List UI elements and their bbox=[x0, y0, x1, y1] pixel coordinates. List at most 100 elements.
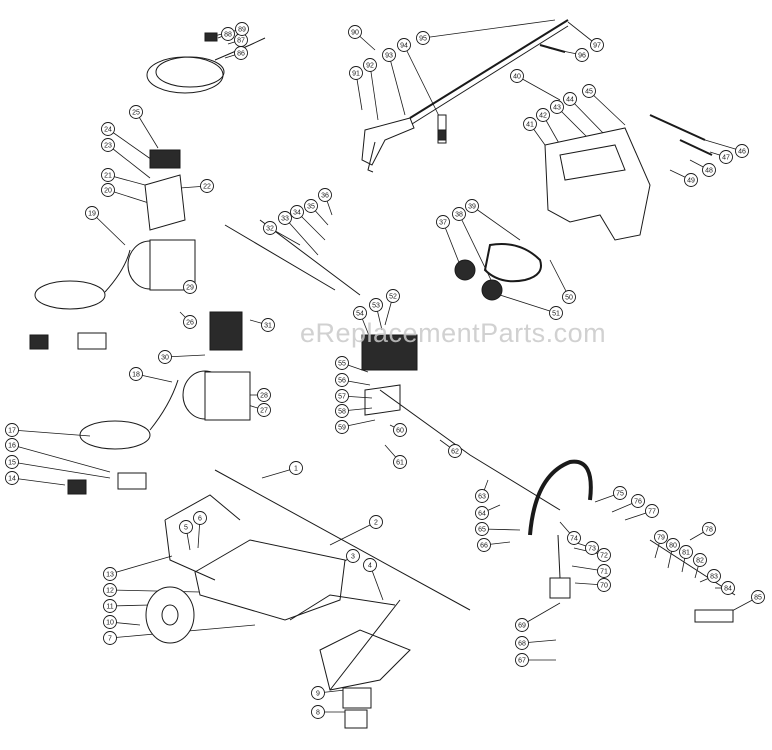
callout-2: 2 bbox=[369, 515, 383, 529]
callout-balloon bbox=[158, 350, 172, 364]
callout-68: 68 bbox=[515, 636, 529, 650]
callout-balloon bbox=[257, 403, 271, 417]
leader-line-43 bbox=[556, 106, 591, 141]
callout-72: 72 bbox=[597, 548, 611, 562]
callout-number: 27 bbox=[260, 408, 268, 415]
callout-43: 43 bbox=[550, 100, 564, 114]
nozzle-tip-2 bbox=[437, 129, 447, 141]
callout-balloon bbox=[290, 205, 304, 219]
leader-line-33 bbox=[284, 217, 319, 256]
callout-balloon bbox=[103, 631, 117, 645]
callout-balloon bbox=[679, 545, 693, 559]
callout-number: 46 bbox=[738, 149, 746, 156]
callout-balloon bbox=[5, 438, 19, 452]
callout-number: 1 bbox=[294, 466, 298, 473]
leader-line-92 bbox=[369, 64, 379, 121]
callout-78: 78 bbox=[702, 522, 716, 536]
callout-58: 58 bbox=[335, 404, 349, 418]
callout-number: 67 bbox=[518, 658, 526, 665]
callout-balloon bbox=[346, 549, 360, 563]
leader-line-93 bbox=[388, 54, 406, 116]
callout-balloon bbox=[707, 569, 721, 583]
callout-number: 77 bbox=[648, 509, 656, 516]
callout-number: 24 bbox=[104, 127, 112, 134]
callout-47: 47 bbox=[719, 150, 733, 164]
callout-balloon bbox=[103, 615, 117, 629]
callout-balloon bbox=[363, 558, 377, 572]
callout-balloon bbox=[183, 280, 197, 294]
callout-33: 33 bbox=[278, 211, 292, 225]
callout-balloon bbox=[5, 455, 19, 469]
gfci-lower bbox=[117, 472, 147, 490]
injector-stem bbox=[557, 534, 561, 579]
callout-balloon bbox=[348, 25, 362, 39]
leader-line-44 bbox=[569, 98, 606, 136]
switch-box-upper bbox=[149, 149, 181, 169]
callout-number: 20 bbox=[104, 188, 112, 195]
callout-11: 11 bbox=[103, 599, 117, 613]
callout-balloon bbox=[101, 183, 115, 197]
callout-1: 1 bbox=[289, 461, 303, 475]
leader-line-95 bbox=[422, 19, 556, 39]
callout-number: 82 bbox=[696, 558, 704, 565]
callout-balloon bbox=[221, 27, 235, 41]
callout-balloon bbox=[563, 92, 577, 106]
callout-9: 9 bbox=[311, 686, 325, 700]
callout-balloon bbox=[382, 48, 396, 62]
callout-number: 10 bbox=[106, 620, 114, 627]
callout-28: 28 bbox=[257, 388, 271, 402]
callout-balloon bbox=[448, 444, 462, 458]
callout-balloon bbox=[397, 38, 411, 52]
callout-48: 48 bbox=[702, 163, 716, 177]
callout-83: 83 bbox=[707, 569, 721, 583]
callout-number: 56 bbox=[338, 378, 346, 385]
callout-92: 92 bbox=[363, 58, 377, 72]
callout-number: 96 bbox=[578, 53, 586, 60]
callout-balloon bbox=[335, 373, 349, 387]
callout-number: 76 bbox=[634, 499, 642, 506]
callout-number: 51 bbox=[552, 311, 560, 318]
callout-balloon bbox=[436, 215, 450, 229]
callout-94: 94 bbox=[397, 38, 411, 52]
pump-head-mid bbox=[209, 311, 243, 351]
callout-balloon bbox=[693, 553, 707, 567]
callout-balloon bbox=[719, 150, 733, 164]
bar-47 bbox=[679, 139, 713, 156]
callout-97: 97 bbox=[590, 38, 604, 52]
callout-42: 42 bbox=[536, 108, 550, 122]
callout-number: 31 bbox=[264, 323, 272, 330]
callout-number: 43 bbox=[553, 105, 561, 112]
callout-95: 95 bbox=[416, 31, 430, 45]
nozzle-tip bbox=[437, 114, 447, 144]
callout-number: 35 bbox=[307, 204, 315, 211]
callout-balloon bbox=[129, 105, 143, 119]
callout-66: 66 bbox=[477, 538, 491, 552]
callout-balloon bbox=[311, 705, 325, 719]
callout-balloon bbox=[5, 423, 19, 437]
callout-number: 37 bbox=[439, 220, 447, 227]
leader-line-23 bbox=[107, 144, 151, 179]
callout-60: 60 bbox=[393, 423, 407, 437]
callout-54: 54 bbox=[353, 306, 367, 320]
callout-number: 59 bbox=[338, 425, 346, 432]
callout-35: 35 bbox=[304, 199, 318, 213]
callout-number: 61 bbox=[396, 460, 404, 467]
callout-13: 13 bbox=[103, 567, 117, 581]
pulley-small bbox=[481, 279, 503, 301]
callout-number: 22 bbox=[203, 184, 211, 191]
callout-balloon bbox=[475, 522, 489, 536]
callout-51: 51 bbox=[549, 306, 563, 320]
callout-balloon bbox=[562, 290, 576, 304]
callout-65: 65 bbox=[475, 522, 489, 536]
callout-36: 36 bbox=[318, 188, 332, 202]
callout-23: 23 bbox=[101, 138, 115, 152]
callout-5: 5 bbox=[179, 520, 193, 534]
callout-number: 16 bbox=[8, 443, 16, 450]
callout-number: 68 bbox=[518, 641, 526, 648]
callout-81: 81 bbox=[679, 545, 693, 559]
callout-number: 38 bbox=[455, 212, 463, 219]
callout-balloon bbox=[179, 520, 193, 534]
callout-balloon bbox=[369, 515, 383, 529]
callout-number: 3 bbox=[351, 554, 355, 561]
callout-number: 33 bbox=[281, 216, 289, 223]
